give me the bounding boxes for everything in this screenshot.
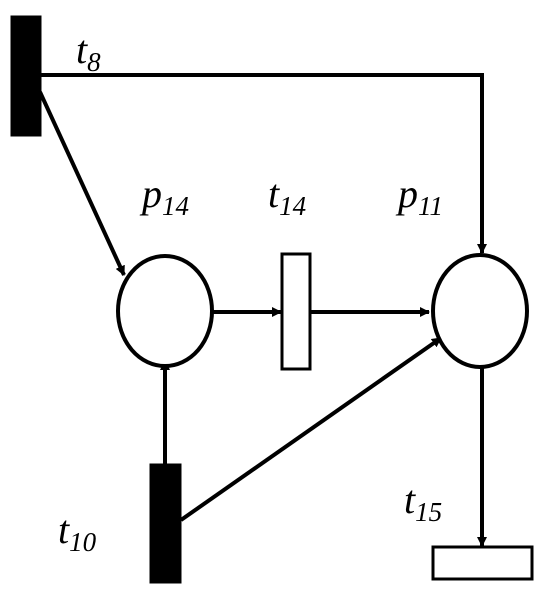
arc-t10-p11 xyxy=(179,336,443,522)
label-t15-index: 15 xyxy=(415,497,442,527)
transition-t15 xyxy=(431,545,534,581)
label-t10-index: 10 xyxy=(69,527,97,557)
place-p11 xyxy=(431,253,529,369)
arc-t8-p14 xyxy=(38,91,126,276)
label-p11-index: 11 xyxy=(418,191,443,221)
place-p14 xyxy=(116,254,214,368)
labels: t8 p14 t14 p11 t10 t15 xyxy=(58,27,443,557)
label-t15-letter: t xyxy=(404,477,416,522)
label-t10: t10 xyxy=(58,507,97,557)
label-t14-index: 14 xyxy=(279,191,306,221)
arcs xyxy=(38,73,487,547)
label-p14-letter: p xyxy=(139,171,162,216)
label-t10-letter: t xyxy=(58,507,70,552)
label-t8-index: 8 xyxy=(87,47,101,77)
transition-t14 xyxy=(280,252,312,371)
label-p14-index: 14 xyxy=(162,191,189,221)
label-p14: p14 xyxy=(139,171,189,221)
places xyxy=(116,253,529,369)
label-t14: t14 xyxy=(268,171,306,221)
arc-t8-p11 xyxy=(40,73,487,254)
label-t15: t15 xyxy=(404,477,442,527)
transitions xyxy=(10,15,534,584)
label-t8: t8 xyxy=(76,27,101,77)
label-p11-letter: p xyxy=(395,171,418,216)
transition-t8 xyxy=(10,15,42,137)
label-p11: p11 xyxy=(395,171,443,221)
transition-t10 xyxy=(149,463,182,584)
label-t8-letter: t xyxy=(76,27,88,72)
label-t14-letter: t xyxy=(268,171,280,216)
